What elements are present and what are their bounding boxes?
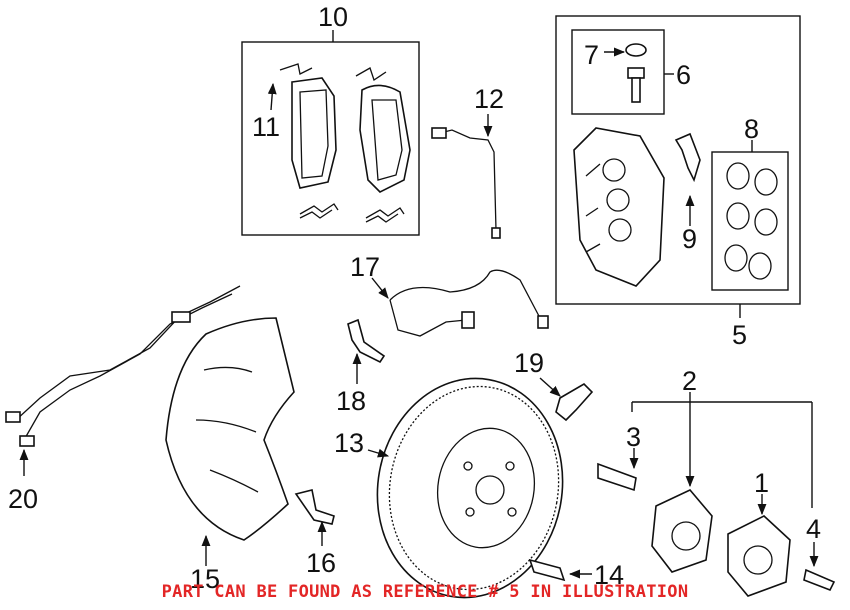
callout-6: 6 [676,60,691,90]
pad-wear-sensor[interactable] [431,127,501,239]
brake-pad-outer[interactable] [355,67,411,193]
shield-bolt[interactable] [294,489,335,525]
callout-5: 5 [732,320,747,350]
callout-19: 19 [514,348,544,378]
caliper-seal-kit[interactable] [724,162,778,280]
seal-kit-box [711,151,789,291]
callout-2: 2 [682,366,697,396]
bolt-box [571,29,665,115]
abs-sensor-harness[interactable] [389,269,549,337]
callout-1: 1 [754,468,769,498]
pad-clip-right[interactable] [365,207,405,223]
caliper-spring-clip[interactable] [674,132,701,183]
hub-bolt[interactable] [803,568,836,592]
callout-9: 9 [682,224,697,254]
brake-pad-box [241,41,420,236]
callout-15: 15 [190,564,220,594]
wheel-stud[interactable] [597,462,637,492]
pad-clip-left[interactable] [299,203,339,219]
callout-14: 14 [594,560,624,590]
callout-3: 3 [626,422,641,452]
callout-20: 20 [8,484,38,514]
callout-18: 18 [336,386,366,416]
callout-16: 16 [306,548,336,578]
callout-11: 11 [252,112,280,142]
caliper-bolt-cap[interactable] [625,43,647,57]
brake-caliper[interactable] [573,127,665,287]
brake-dust-shield[interactable] [165,317,295,541]
callout-4: 4 [806,514,821,544]
brake-pad-inner[interactable] [279,63,337,189]
rotor-bolt[interactable] [528,558,566,582]
callout-17: 17 [350,252,380,282]
wheel-hub-bearing[interactable] [727,515,791,597]
callout-10: 10 [318,2,348,32]
caliper-bolt[interactable] [627,67,645,103]
reference-note: PART CAN BE FOUND AS REFERENCE # 5 IN IL… [161,582,689,602]
brake-rotor[interactable] [360,364,579,610]
abs-sensor-cable[interactable] [5,285,241,447]
wheel-hub-assembly[interactable] [651,489,713,573]
callout-12: 12 [474,84,504,114]
callout-8: 8 [744,114,759,144]
brake-hose-fitting[interactable] [555,382,594,422]
callout-7: 7 [584,40,599,70]
callout-13: 13 [334,428,364,458]
sensor-bracket[interactable] [347,318,386,364]
caliper-box [555,15,801,305]
